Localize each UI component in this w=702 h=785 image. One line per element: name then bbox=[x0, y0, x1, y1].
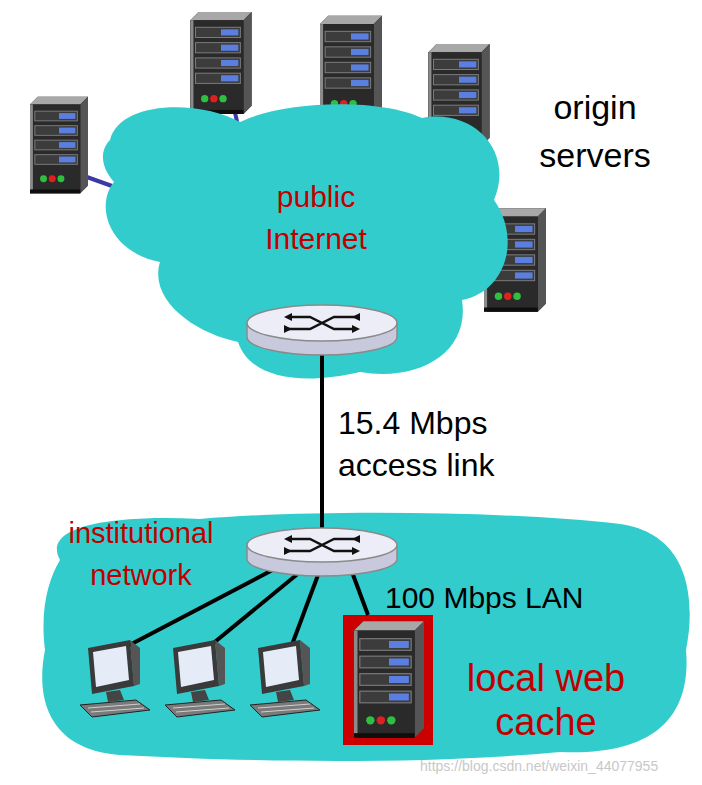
server-icon bbox=[354, 621, 424, 738]
cache-box: local web cache bbox=[343, 615, 653, 745]
lan-wire bbox=[205, 572, 300, 650]
cloud-region: institutional network local web cache bbox=[38, 512, 692, 762]
edge-label: 15.4 Mbps access link bbox=[338, 402, 538, 486]
pc-icon bbox=[80, 640, 150, 717]
access-link-segment bbox=[320, 348, 324, 380]
server-icon bbox=[30, 97, 88, 194]
access-link-segment bbox=[320, 508, 324, 535]
server-icon bbox=[190, 12, 251, 114]
node-label: public Internet bbox=[241, 176, 391, 260]
cache-frame bbox=[343, 615, 433, 745]
server-icon bbox=[320, 16, 382, 119]
lan-wire bbox=[290, 575, 318, 650]
server-wire bbox=[84, 176, 112, 186]
cloud-region: public Internet bbox=[95, 85, 520, 378]
router-symbol bbox=[247, 528, 397, 576]
pc-icon bbox=[250, 640, 320, 717]
caption-label: origin servers bbox=[520, 83, 670, 179]
access-link bbox=[320, 378, 324, 512]
watermark: https://blog.csdn.net/weixin_44077955 bbox=[420, 757, 700, 775]
node-label: local web cache bbox=[446, 656, 646, 744]
lan-wire bbox=[352, 572, 368, 615]
router-symbol bbox=[247, 305, 397, 355]
node-label: institutional network bbox=[41, 512, 241, 596]
pc-icon bbox=[165, 640, 235, 717]
cloud-shape bbox=[42, 513, 690, 761]
link-speed-label: 100 Mbps LAN bbox=[385, 580, 665, 616]
lan-wire bbox=[120, 565, 282, 650]
cloud-shape bbox=[103, 104, 508, 378]
